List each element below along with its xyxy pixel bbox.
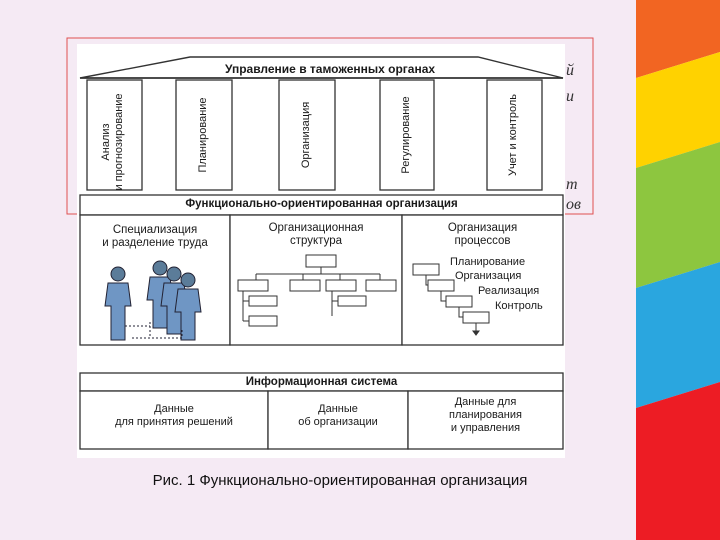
pillar-regulation — [379, 79, 435, 191]
info-cell-decisions — [79, 390, 269, 450]
org-chart — [237, 254, 397, 327]
process-step: Организация — [455, 270, 522, 282]
pillar-label-organization: Организация — [300, 101, 312, 169]
roof-title: Управление в таможенных органах — [224, 62, 436, 76]
person-figure — [104, 266, 132, 341]
info-title: Информационная система — [245, 376, 398, 388]
pillar-label-analysis: Анализ и прогнозирование — [100, 93, 125, 191]
pillar-label-regulation: Регулирование — [400, 96, 412, 174]
info-cell-planning — [407, 390, 564, 450]
pillar-accounting — [486, 79, 543, 191]
stripe-blue — [636, 262, 720, 408]
people-figures — [104, 260, 202, 341]
bg-fragment: й — [566, 62, 574, 79]
process-staircase — [412, 263, 490, 336]
bg-fragment: и — [566, 88, 574, 105]
person-figure — [174, 272, 202, 341]
pillar-planning — [175, 79, 233, 191]
pillar-label-planning: Планирование — [197, 97, 209, 173]
processes-header: Организация процессов — [447, 222, 518, 247]
process-step: Планирование — [450, 256, 526, 268]
stripe-yellow — [636, 52, 720, 168]
bg-fragment: ов — [566, 196, 581, 213]
pillar-label-accounting: Учет и контроль — [507, 93, 519, 177]
link-lines — [125, 322, 183, 339]
specialization-header: Специализация и разделение труда — [102, 224, 208, 249]
structure-header: Организационная структура — [268, 222, 364, 247]
pillar-organization — [278, 79, 336, 191]
process-step: Реализация — [478, 285, 540, 297]
color-stripes — [636, 0, 720, 540]
pillar-analysis — [86, 79, 143, 191]
stripe-red — [636, 382, 720, 540]
info-cell-label: Данные для принятия решений — [115, 403, 233, 428]
info-cell-label: Данные об организации — [298, 403, 378, 428]
info-cell-organization — [267, 390, 409, 450]
bg-fragment: т — [566, 176, 578, 193]
pillars — [86, 79, 543, 191]
figure-caption: Рис. 1 Функционально-ориентированная орг… — [152, 472, 528, 489]
info-cell-label: Данные для планирования и управления — [449, 396, 522, 434]
stripe-green — [636, 142, 720, 288]
process-step: Контроль — [495, 300, 543, 312]
middle-title: Функционально-ориентированная организаци… — [185, 198, 458, 210]
